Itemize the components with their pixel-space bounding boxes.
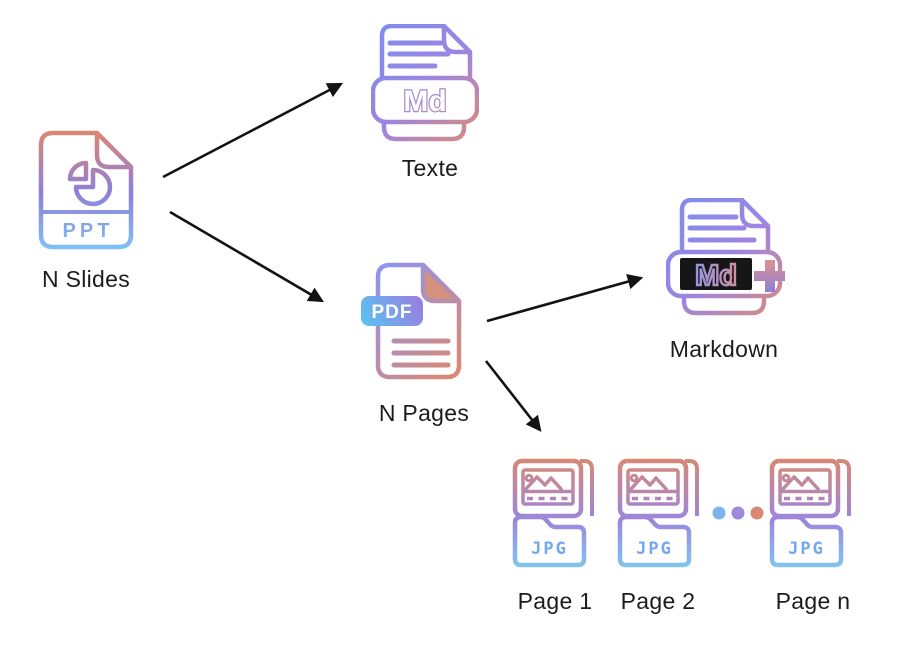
pdf-file-icon: PDF (361, 262, 462, 380)
document-outline (379, 24, 473, 89)
document-outline (38, 130, 134, 250)
label-markdown: Markdown (669, 336, 779, 362)
md-file-icon: Md (371, 24, 479, 142)
pdf-badge-text: PDF (372, 302, 413, 323)
dot-purple (731, 506, 745, 520)
text-lines (391, 338, 451, 368)
format-badge (371, 75, 479, 125)
stacked-sheet-edge (685, 459, 699, 516)
document-outline (679, 198, 771, 263)
folded-corner (420, 262, 462, 304)
label-n-slides: N Slides (41, 266, 131, 292)
jpg-badge-text: JPG (788, 539, 825, 559)
md-dark-plate (680, 258, 752, 290)
stacked-sheet-edge (580, 459, 594, 516)
jpg-file-icon: JPG (769, 458, 851, 568)
md-plus-file-icon: Md (666, 198, 785, 316)
jpg-file-icon: JPG (512, 458, 594, 568)
mountains-icon (780, 475, 821, 492)
dot-salmon (750, 506, 764, 520)
label-page-n: Page n (775, 588, 851, 614)
label-page-1: Page 1 (517, 588, 593, 614)
jpg-file-icon: JPG (617, 458, 699, 568)
jpg-badge-text: JPG (636, 539, 673, 559)
folded-corner (94, 133, 131, 170)
mountains-icon (628, 475, 669, 492)
arrow-ppt-to-texte (162, 82, 344, 179)
ppt-file-icon: PPT (38, 130, 134, 250)
dot-blue (712, 506, 726, 520)
format-badge (361, 296, 423, 326)
stacked-sheet-edge (837, 459, 851, 516)
photo-frame (778, 468, 832, 506)
pie-chart-icon (73, 167, 113, 207)
label-page-2: Page 2 (620, 588, 696, 614)
sun-icon (524, 473, 534, 483)
jpg-badge-text: JPG (531, 539, 568, 559)
text-lines (687, 214, 757, 243)
folder-shape (512, 514, 587, 568)
ellipsis-dots-icon (712, 506, 764, 520)
md-badge-text: Md (403, 85, 446, 118)
pie-slice-icon (67, 160, 89, 182)
label-n-pages: N Pages (378, 400, 470, 426)
arrow-ppt-to-pdf (169, 210, 325, 303)
ppt-badge-text: PPT (63, 220, 114, 242)
plus-icon (754, 260, 785, 292)
text-lines (387, 40, 451, 69)
label-texte: Texte (401, 155, 459, 181)
folder-shape (617, 514, 692, 568)
folder-shape (769, 514, 844, 568)
folded-corner (441, 26, 470, 55)
photo-frame (521, 468, 575, 506)
folded-corner (739, 200, 768, 229)
photo-frame (626, 468, 680, 506)
sun-icon (781, 473, 791, 483)
document-outline (375, 262, 462, 380)
mountains-icon (523, 475, 564, 492)
md-badge-text: Md (695, 260, 737, 292)
sun-icon (629, 473, 639, 483)
arrow-pdf-to-markdown (486, 274, 644, 323)
arrow-pdf-to-pages (484, 360, 542, 432)
